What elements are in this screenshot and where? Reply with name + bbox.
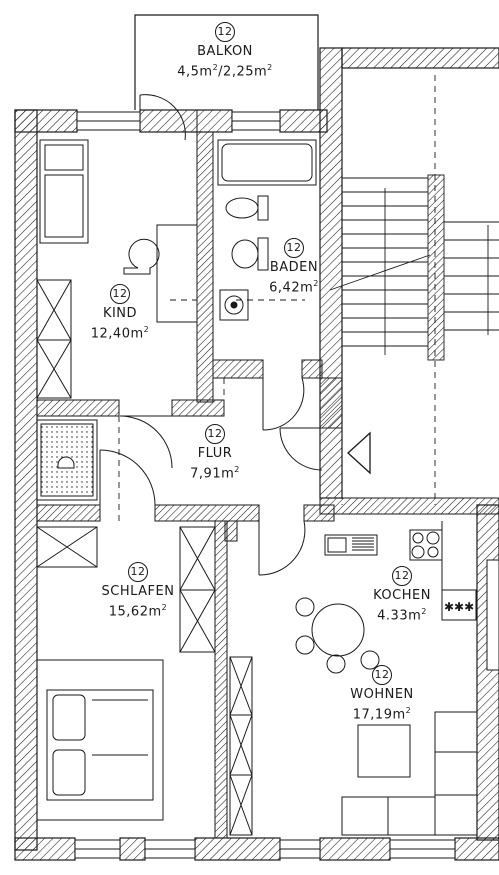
room-number-badge: 12	[128, 562, 148, 582]
room-name: WOHNEN	[350, 687, 414, 702]
washbasin-icon	[231, 237, 269, 271]
stove-burners-icon	[409, 529, 443, 561]
sink-icon	[324, 534, 378, 556]
stairs	[329, 174, 499, 361]
room-label-flur: 12 FLUR 7,91m2	[180, 424, 250, 482]
shower-drain-icon	[219, 289, 249, 321]
bath-fixtures	[217, 139, 317, 321]
room-label-kochen: 12 KOCHEN 4.33m2	[366, 566, 438, 624]
room-name: KIND	[102, 306, 138, 321]
doors	[99, 94, 323, 576]
room-number-badge: 12	[110, 284, 130, 304]
room-name: BALKON	[197, 44, 253, 59]
room-label-baden: 12 BADEN 6,42m2	[263, 238, 325, 296]
room-label-schlafen: 12 SCHLAFEN 15,62m2	[88, 562, 188, 620]
room-name: SCHLAFEN	[101, 584, 175, 599]
flur-fixtures	[36, 419, 98, 501]
room-area: 4,5m2/2,25m2	[177, 63, 273, 80]
windows	[74, 111, 499, 859]
room-area: 7,91m2	[190, 465, 240, 482]
schlafen-furniture	[36, 526, 216, 821]
cooktop-icon: ✱✱✱	[441, 589, 477, 621]
room-label-kind: 12 KIND 12,40m2	[80, 284, 160, 342]
room-number-badge: 12	[392, 566, 412, 586]
room-name: BADEN	[269, 260, 319, 275]
kitchen-wohnen-furniture: ✱✱✱	[229, 521, 478, 836]
dashed-lines	[118, 75, 436, 521]
room-area: 12,40m2	[90, 325, 150, 342]
room-area: 6,42m2	[269, 279, 319, 296]
room-name: FLUR	[197, 446, 233, 461]
toilet-icon	[225, 195, 269, 221]
balcony	[134, 14, 319, 110]
room-label-wohnen: 12 WOHNEN 17,19m2	[343, 665, 421, 723]
room-number-badge: 12	[284, 238, 304, 258]
svg-text:✱✱✱: ✱✱✱	[444, 600, 474, 614]
room-area: 4.33m2	[377, 607, 427, 624]
stair-direction-arrow-icon	[347, 431, 371, 475]
kind-furniture	[36, 139, 198, 399]
room-number-badge: 12	[215, 22, 235, 42]
room-label-balkon: 12 BALKON 4,5m2/2,25m2	[160, 22, 290, 80]
room-area: 17,19m2	[352, 706, 412, 723]
room-number-badge: 12	[372, 665, 392, 685]
bathtub-icon	[217, 139, 317, 186]
interior-walls	[36, 131, 499, 839]
room-number-badge: 12	[205, 424, 225, 444]
room-area: 15,62m2	[108, 603, 168, 620]
room-name: KOCHEN	[373, 588, 431, 603]
